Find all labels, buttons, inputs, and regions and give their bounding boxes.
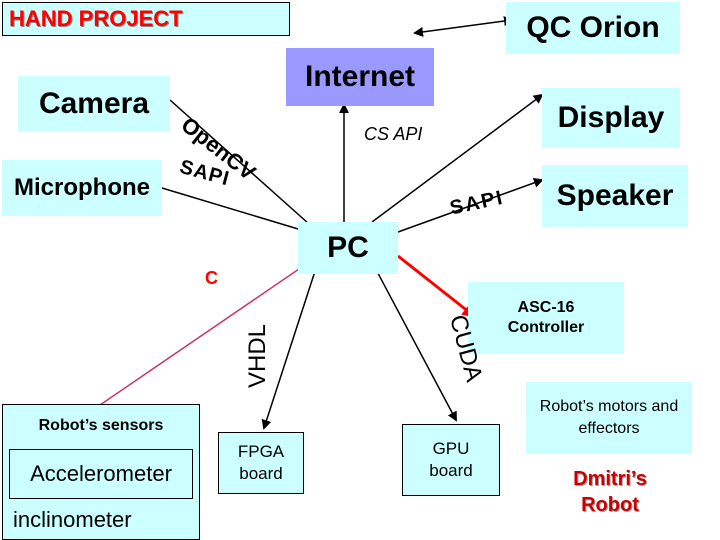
display-box: Display (542, 88, 680, 148)
edge-pc-speaker (397, 178, 544, 233)
robot-sensors-label: Robot’s sensors (38, 417, 164, 434)
robot-motors-label: Robot’s motors and effectors (539, 398, 679, 437)
edge-pc-display (371, 93, 544, 223)
pc-box: PC (298, 222, 398, 274)
hand-project-box: HAND PROJECT (2, 2, 290, 36)
accelerometer-label: Accelerometer (30, 461, 172, 486)
dmitri-robot-label: Dmitri’s Robot (573, 468, 647, 516)
pc-label: PC (327, 231, 369, 264)
speaker-box: Speaker (542, 165, 688, 227)
edge-pc-asc16 (397, 254, 477, 318)
edge-camera-pc (169, 99, 320, 234)
hand-project-title: HAND PROJECT (9, 6, 183, 31)
asc16-box: ASC-16 Controller (468, 282, 624, 354)
gpu-label: GPU board (429, 439, 473, 480)
microphone-label: Microphone (14, 174, 150, 201)
speaker-label: Speaker (556, 179, 674, 212)
edge-sensors-pc (99, 254, 320, 406)
robot-motors-box: Robot’s motors and effectors (526, 382, 692, 454)
edge-pc-fpga (261, 261, 319, 430)
camera-box: Camera (18, 76, 170, 132)
microphone-box: Microphone (2, 160, 162, 216)
cs-api-label: CS API (364, 124, 423, 144)
c-label: C (205, 268, 218, 288)
edge-microphone-pc (161, 187, 320, 238)
edge-hand-qc (413, 16, 514, 37)
camera-label: Camera (38, 87, 150, 120)
accelerometer-box: Accelerometer (9, 449, 193, 499)
display-label: Display (557, 101, 665, 134)
inclinometer-label: inclinometer (13, 507, 132, 532)
vhdl-label: VHDL (244, 323, 271, 388)
edge-pc-gpu (371, 261, 457, 422)
fpga-box: FPGA board (218, 432, 304, 494)
qc-orion-box: QC Orion (506, 2, 680, 54)
fpga-label: FPGA board (237, 442, 285, 483)
internet-label: Internet (304, 60, 415, 93)
internet-box: Internet (286, 48, 434, 106)
gpu-box: GPU board (402, 424, 500, 496)
robot-sensors-box: Robot’s sensors Accelerometer inclinomet… (2, 404, 200, 540)
asc16-label: ASC-16 Controller (507, 299, 585, 336)
qc-orion-label: QC Orion (526, 11, 660, 44)
